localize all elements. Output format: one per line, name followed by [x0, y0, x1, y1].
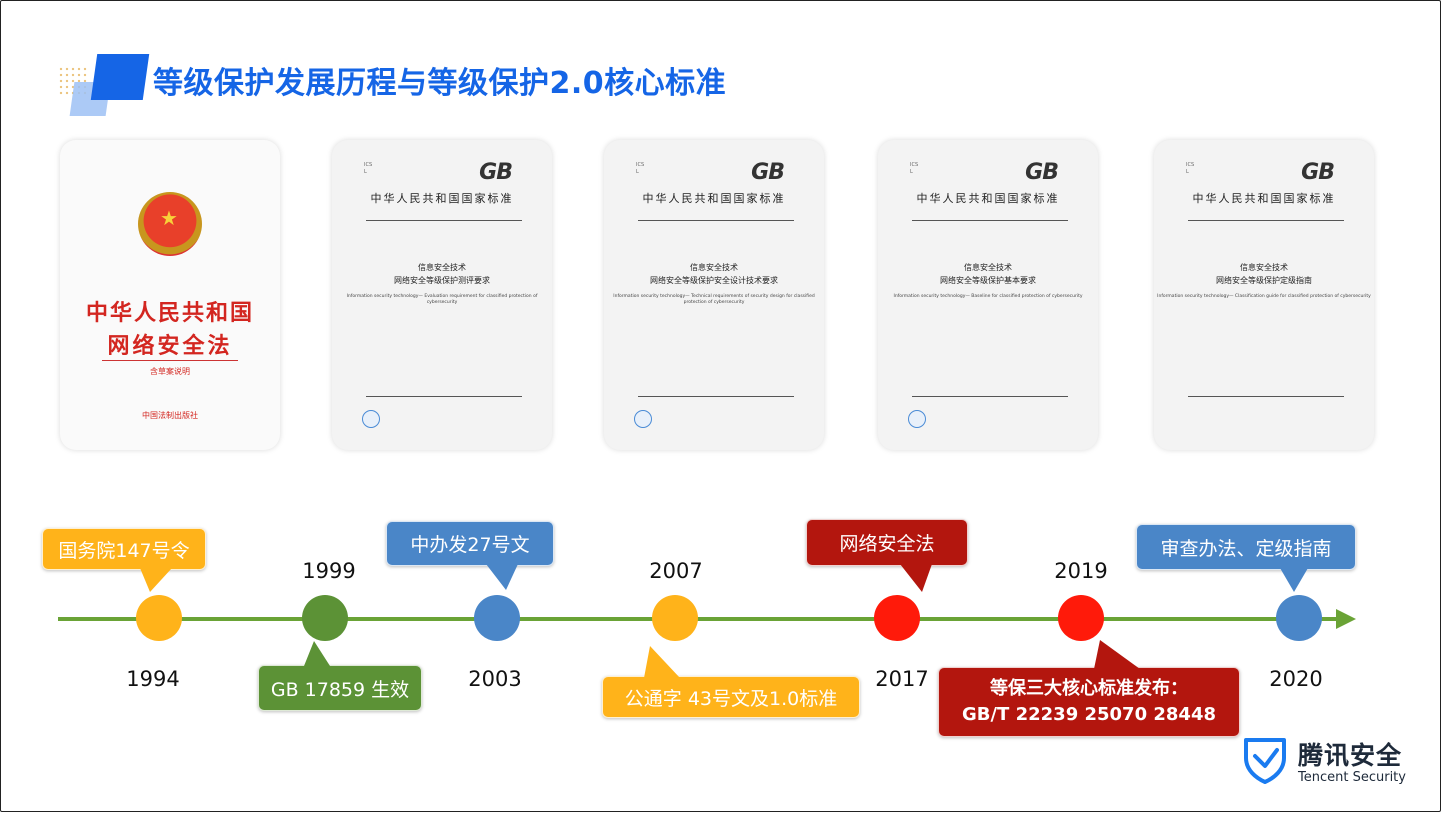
event-1999-pointer	[304, 641, 330, 666]
event-2003-pointer	[486, 564, 518, 590]
gb-title-line2: 网络安全等级保护基本要求	[940, 276, 1036, 285]
timeline-dot-2007	[652, 595, 698, 641]
event-2007-pointer	[644, 646, 680, 678]
gb-divider	[1188, 220, 1344, 221]
timeline-dot-2020	[1276, 595, 1322, 641]
cover-cybersecurity-law: 中华人民共和国 网络安全法 含草案说明 中国法制出版社	[60, 140, 280, 450]
event-2007: 公通字 43号文及1.0标准	[602, 676, 860, 718]
gb-national-standard: 中华人民共和国国家标准	[916, 192, 1060, 205]
law-publisher: 中国法制出版社	[142, 411, 198, 420]
gb-dates-line	[366, 396, 522, 399]
event-2020-label: 审查办法、定级指南	[1160, 537, 1332, 560]
event-2019-pointer	[1094, 640, 1140, 669]
event-2007-label: 公通字 43号文及1.0标准	[624, 687, 838, 710]
gb-logo: GB	[479, 160, 513, 185]
standard-seal-icon	[634, 410, 652, 428]
brand-name-en: Tencent Security	[1298, 770, 1406, 785]
year-2020: 2020	[1269, 667, 1323, 691]
event-2017: 网络安全法	[806, 519, 968, 566]
gb-title-line1: 信息安全技术	[690, 263, 738, 272]
gb-logo: GB	[751, 160, 785, 185]
gb-national-standard: 中华人民共和国国家标准	[1192, 192, 1336, 205]
event-2019-label-line1: 等保三大核心标准发布：	[990, 678, 1188, 699]
shield-check-icon	[1244, 738, 1286, 784]
gb-english-title: Information security technology— Evaluat…	[346, 294, 538, 305]
timeline-dot-1999	[302, 595, 348, 641]
event-2017-label: 网络安全法	[839, 533, 935, 555]
event-2003: 中办发27号文	[386, 521, 554, 566]
law-title-line2: 网络安全法	[107, 333, 233, 359]
year-1994: 1994	[126, 667, 180, 691]
standard-seal-icon	[908, 410, 926, 428]
law-subtitle: 含草案说明	[150, 367, 190, 376]
event-1994: 国务院147号令	[42, 528, 206, 570]
gb-english-title: Information security technology— Classif…	[1157, 294, 1371, 299]
event-2003-label: 中办发27号文	[410, 534, 530, 556]
event-1999: GB 17859 生效	[258, 665, 422, 711]
gb-english-title: Information security technology— Technic…	[613, 294, 815, 305]
gb-dates-line	[638, 396, 794, 399]
law-divider	[102, 360, 238, 361]
gb-divider	[638, 220, 794, 221]
year-2007: 2007	[649, 559, 703, 583]
year-2017: 2017	[875, 667, 929, 691]
event-2019-label-line2: GB/T 22239 25070 28448	[961, 704, 1216, 725]
slide-title: 等级保护发展历程与等级保护2.0核心标准	[153, 66, 727, 101]
law-title-line1: 中华人民共和国	[85, 300, 254, 326]
timeline-dot-1994	[136, 595, 182, 641]
event-1994-label: 国务院147号令	[58, 539, 190, 562]
timeline-axis	[58, 617, 1340, 621]
standard-seal-icon	[362, 410, 380, 428]
gb-logo: GB	[1301, 160, 1335, 185]
event-2019: 等保三大核心标准发布： GB/T 22239 25070 28448	[938, 667, 1240, 737]
event-2020-pointer	[1280, 568, 1308, 592]
gb-title-line2: 网络安全等级保护测评要求	[394, 276, 490, 285]
gb-dates-line	[1188, 396, 1344, 399]
gb-english-title: Information security technology— Baselin…	[893, 294, 1083, 299]
event-2017-pointer	[900, 564, 932, 592]
brand-name-cn: 腾讯安全	[1298, 741, 1403, 770]
gb-title-line2: 网络安全等级保护安全设计技术要求	[650, 276, 778, 285]
gb-title-line2: 网络安全等级保护定级指南	[1216, 276, 1312, 285]
event-1999-label: GB 17859 生效	[270, 678, 410, 701]
event-1994-pointer	[140, 568, 172, 592]
gb-national-standard: 中华人民共和国国家标准	[642, 192, 786, 205]
gb-title-line1: 信息安全技术	[1240, 263, 1288, 272]
gb-divider	[366, 220, 522, 221]
gb-title-line1: 信息安全技术	[964, 263, 1012, 272]
gb-title-line1: 信息安全技术	[418, 263, 466, 272]
national-emblem-icon	[138, 192, 202, 256]
year-1999: 1999	[302, 559, 356, 583]
gb-divider	[912, 220, 1068, 221]
gb-dates-line	[912, 396, 1068, 399]
year-2019: 2019	[1054, 559, 1108, 583]
gb-logo: GB	[1025, 160, 1059, 185]
timeline-dot-2019	[1058, 595, 1104, 641]
timeline-dot-2017	[874, 595, 920, 641]
gb-national-standard: 中华人民共和国国家标准	[370, 192, 514, 205]
timeline-arrow-icon	[1336, 609, 1356, 629]
event-2020: 审查办法、定级指南	[1136, 524, 1356, 570]
timeline-dot-2003	[474, 595, 520, 641]
year-2003: 2003	[468, 667, 522, 691]
title-square-blue	[90, 54, 150, 100]
